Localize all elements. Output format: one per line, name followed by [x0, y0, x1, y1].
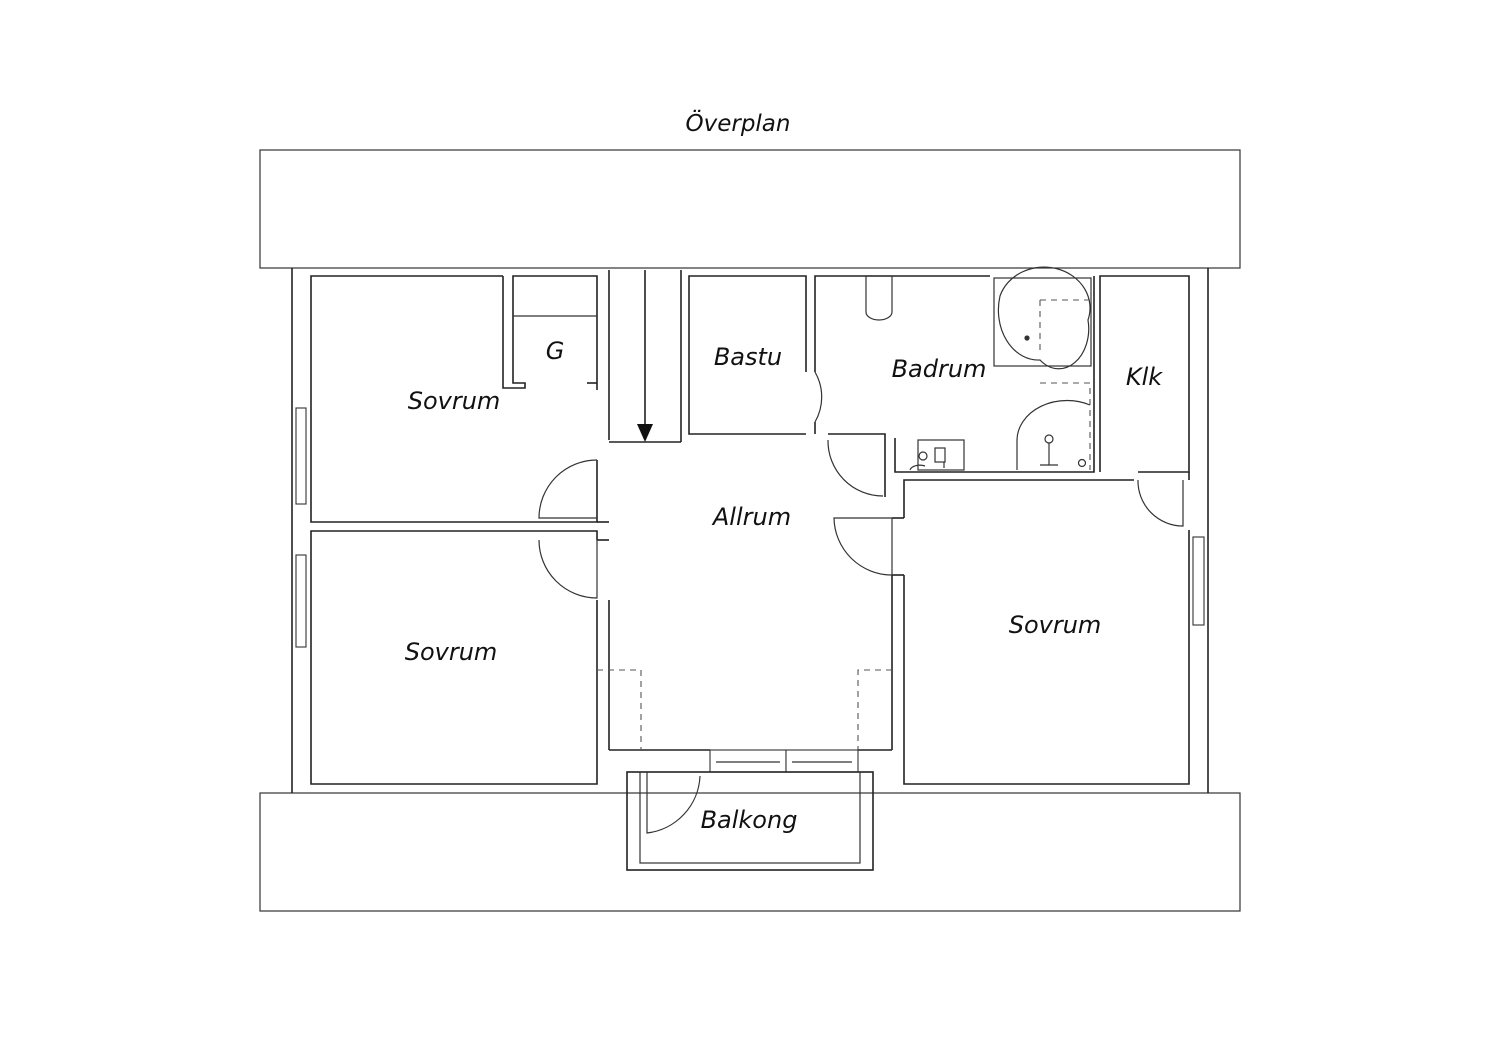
- label-bastu: Bastu: [714, 343, 782, 371]
- label-allrum: Allrum: [711, 503, 791, 531]
- label-sovrum-bottom-left: Sovrum: [405, 638, 498, 666]
- label-balkong: Balkong: [701, 806, 798, 834]
- stair-arrow: [609, 270, 682, 443]
- door-sovrum-right: [833, 517, 893, 576]
- room-sovrum-top-left: [310, 270, 610, 523]
- room-sovrum-bottom-left: [310, 521, 610, 785]
- door-sovrum-bottom: [538, 539, 598, 599]
- label-sovrum-right: Sovrum: [1009, 611, 1102, 639]
- label-sovrum-top-left: Sovrum: [408, 387, 501, 415]
- room-badrum: [814, 266, 1095, 497]
- room-sovrum-right: [833, 479, 1190, 785]
- door-bastu: [814, 371, 823, 423]
- plan-title: Överplan: [686, 109, 791, 137]
- label-badrum: Badrum: [892, 355, 987, 383]
- roof-bottom: [259, 792, 1241, 912]
- roof-top: [259, 149, 1241, 269]
- room-balkong: [626, 771, 874, 871]
- label-klk: Klk: [1126, 363, 1163, 391]
- window-left-top: [295, 407, 307, 505]
- door-sovrum-top: [538, 459, 598, 519]
- sink-icon: [909, 439, 965, 471]
- room-klk: [1099, 275, 1190, 527]
- door-balkong: [646, 772, 701, 834]
- door-klk: [1137, 479, 1184, 527]
- outer-walls: [291, 268, 1209, 793]
- window-left-bottom: [295, 554, 307, 648]
- toilet-icon: [865, 275, 893, 321]
- balcony-windows: [709, 749, 859, 773]
- shower-icon: [1016, 382, 1091, 470]
- room-allrum: [597, 575, 893, 751]
- label-g: G: [546, 337, 565, 365]
- room-bastu: [688, 275, 823, 435]
- bathtub-icon: [993, 266, 1092, 370]
- window-right: [1192, 536, 1205, 626]
- door-badrum: [827, 439, 884, 497]
